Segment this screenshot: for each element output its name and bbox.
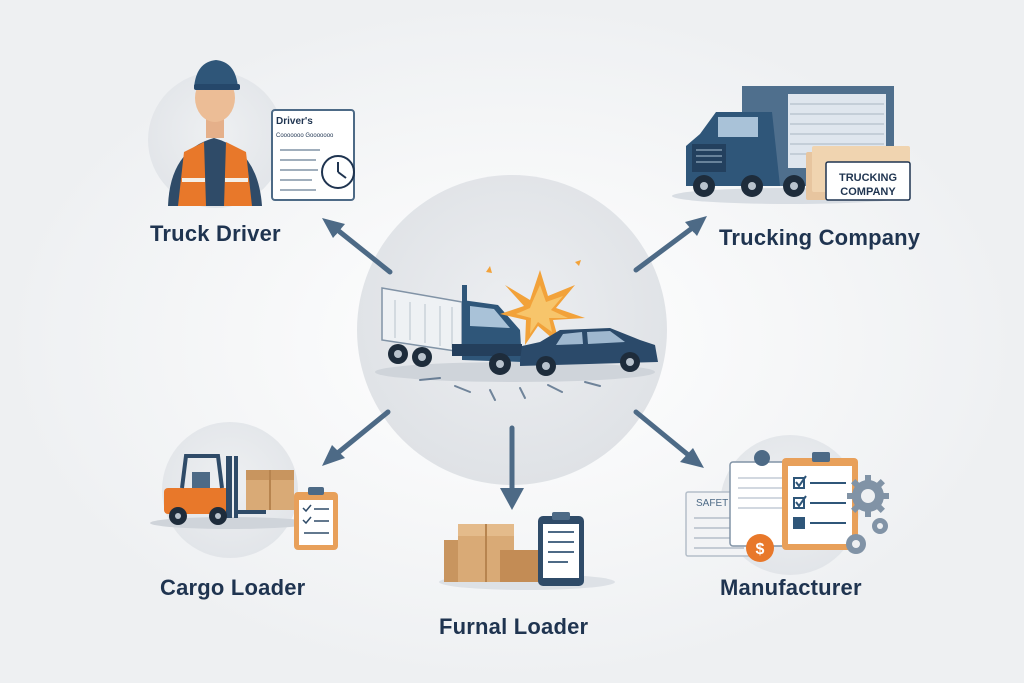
dollar-coin-icon bbox=[746, 534, 774, 562]
manufacturer-node: $ bbox=[685, 435, 889, 575]
trucking-company-node bbox=[672, 86, 911, 204]
driver-doc-subtitle: Cooooooo Gooooooo bbox=[276, 133, 334, 139]
driver-doc-title: Driver's bbox=[276, 116, 313, 127]
semi-truck-icon bbox=[672, 86, 911, 204]
center-node bbox=[357, 175, 667, 485]
documents-gears-icon: $ bbox=[685, 450, 889, 562]
trucking-company-sign bbox=[825, 161, 911, 201]
trucking-company-sign-line1: TRUCKING bbox=[839, 172, 897, 184]
manufacturer-doc-text: SAFET bbox=[696, 498, 728, 509]
furnal-loader-label: Furnal Loader bbox=[439, 614, 589, 639]
furnal-loader-node bbox=[439, 512, 615, 590]
arrows bbox=[330, 223, 700, 500]
cargo-loader-label: Cargo Loader bbox=[160, 575, 306, 600]
arrow-to-truck-driver bbox=[331, 224, 393, 275]
arrow-to-trucking-company bbox=[633, 223, 700, 273]
truck-car-collision-icon bbox=[375, 260, 658, 401]
trucking-company-sign-line2: COMPANY bbox=[840, 186, 896, 198]
svg-text:$: $ bbox=[756, 541, 765, 558]
truck-driver-node: Driver's Cooooooo Gooooooo bbox=[148, 60, 355, 208]
boxes-clipboard-icon bbox=[439, 512, 615, 590]
arrow-to-manufacturer bbox=[633, 409, 696, 462]
cargo-loader-node bbox=[150, 422, 338, 558]
manufacturer-label: Manufacturer bbox=[720, 575, 862, 600]
truck-driver-label: Truck Driver bbox=[150, 221, 281, 246]
truck-driver-icon: Driver's Cooooooo Gooooooo bbox=[168, 60, 355, 206]
trucking-company-label: Trucking Company bbox=[719, 225, 921, 250]
arrow-to-cargo-loader bbox=[330, 409, 391, 460]
gear-icon bbox=[846, 475, 889, 554]
forklift-icon bbox=[150, 454, 338, 550]
